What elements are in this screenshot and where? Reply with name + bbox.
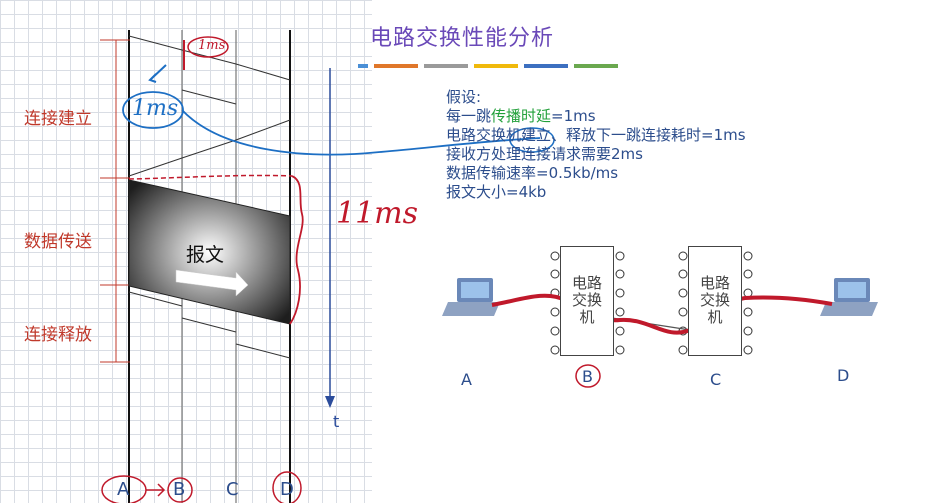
node-label-b: B bbox=[173, 479, 186, 500]
network-label-a: A bbox=[461, 370, 472, 389]
blue-link bbox=[181, 109, 541, 156]
assumption-line-2: 电路交换机建立、释放下一跳连接耗时=1ms bbox=[446, 126, 746, 144]
transfer-brace bbox=[289, 175, 304, 325]
time-axis-label: t bbox=[333, 412, 340, 431]
time-axis-arrow bbox=[325, 396, 335, 408]
label-b-circle bbox=[167, 477, 193, 503]
accent-bar bbox=[524, 64, 568, 68]
setup-confirm bbox=[128, 119, 291, 177]
phase-release-label: 连接释放 bbox=[24, 325, 92, 345]
release-2 bbox=[181, 317, 237, 333]
assumption-line-5: 报文大小=4kb bbox=[446, 183, 547, 201]
top-note: 1ms bbox=[198, 38, 226, 53]
network-label-b: B bbox=[582, 367, 593, 386]
switch-c: 电路 交换 机 bbox=[688, 246, 742, 356]
message-arrow bbox=[175, 269, 249, 297]
node-label-d: D bbox=[280, 479, 294, 500]
accent-bar bbox=[374, 64, 418, 68]
switch-b-ports bbox=[550, 251, 625, 355]
title-accent-bars bbox=[358, 64, 618, 68]
message-label: 报文 bbox=[186, 244, 225, 266]
network-b-circle bbox=[575, 364, 601, 388]
blue-check bbox=[148, 64, 167, 83]
release-3 bbox=[235, 343, 291, 359]
phase-transfer-label: 数据传送 bbox=[24, 232, 92, 252]
time-circle bbox=[509, 127, 555, 153]
setup-line-2 bbox=[181, 89, 237, 105]
label-d-circle bbox=[272, 471, 302, 503]
laptop-d-icon bbox=[820, 278, 878, 316]
assumption-line-3: 接收方处理连接请求需要2ms bbox=[446, 145, 643, 163]
phase-setup-label: 连接建立 bbox=[24, 109, 92, 129]
assumption-line-1: 每一跳传播时延=1ms bbox=[446, 107, 746, 126]
laptop-a-icon bbox=[442, 278, 500, 316]
top-note-circle bbox=[187, 36, 229, 58]
network-label-c: C bbox=[710, 370, 722, 389]
transfer-dashed bbox=[128, 174, 293, 180]
node-label-a: A bbox=[117, 479, 130, 500]
left-note: 1ms bbox=[132, 96, 179, 121]
switch-b: 电路 交换 机 bbox=[560, 246, 614, 356]
page-title: 电路交换性能分析 bbox=[370, 26, 555, 51]
assumption-line-1-highlight: 传播时延 bbox=[491, 107, 552, 125]
ab-arrow bbox=[146, 483, 166, 497]
accent-bar bbox=[424, 64, 468, 68]
duration-note: 11ms bbox=[336, 196, 419, 231]
network-label-d: D bbox=[837, 366, 850, 385]
accent-bar bbox=[574, 64, 618, 68]
node-label-c: C bbox=[226, 479, 239, 500]
assumptions-heading: 假设: bbox=[446, 88, 482, 106]
assumption-line-4: 数据传输速率=0.5kb/ms bbox=[446, 164, 619, 182]
release-1 bbox=[128, 291, 183, 307]
assumption-line-1-prefix: 每一跳 bbox=[446, 107, 492, 125]
assumption-line-1-suffix: =1ms bbox=[551, 107, 596, 125]
red-circuit-path bbox=[491, 293, 833, 335]
accent-bar bbox=[474, 64, 518, 68]
assumptions-block: 假设: 每一跳传播时延=1ms 电路交换机建立、释放下一跳连接耗时=1ms 接收… bbox=[446, 88, 746, 202]
accent-bar bbox=[358, 64, 368, 68]
